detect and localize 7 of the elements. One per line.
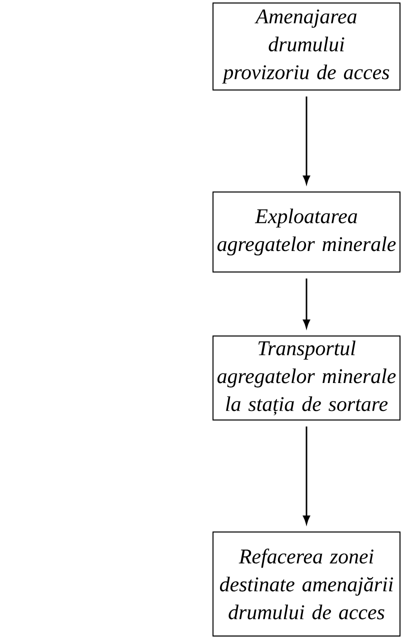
arrow xyxy=(303,426,310,524)
arrow xyxy=(303,278,310,328)
process-box: Refacerea zonei destinate amenajării drumului de acces xyxy=(212,532,400,636)
process-box: Transportul agregatelor minerale la stația de sortare xyxy=(212,336,400,420)
arrow xyxy=(303,96,310,184)
process-box: Amenajarea drumului provizoriu de acces xyxy=(212,2,400,90)
process-box: Exploatarea agregatelor minerale xyxy=(212,192,400,272)
